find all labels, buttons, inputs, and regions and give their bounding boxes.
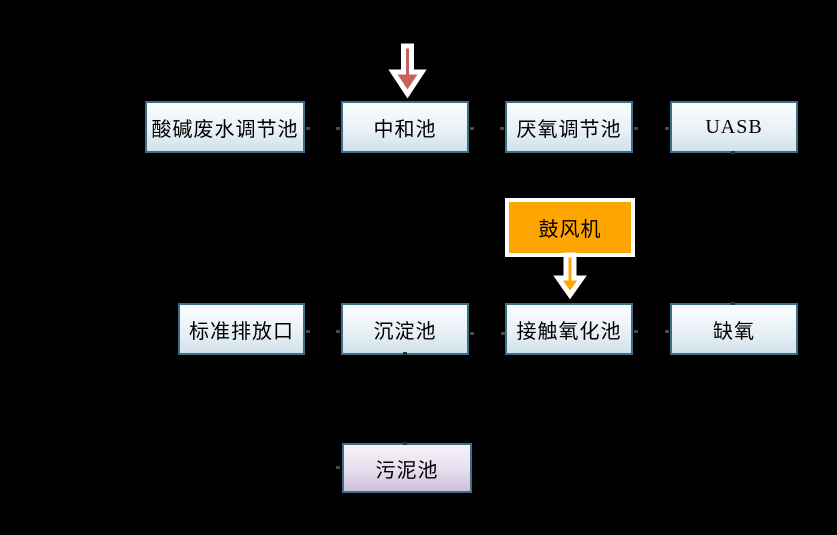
node-label: UASB	[705, 115, 763, 138]
connector-stub	[306, 330, 310, 333]
connector-stub	[665, 330, 669, 333]
node-label: 鼓风机	[538, 219, 602, 241]
connector-notch	[731, 302, 735, 305]
blower-down-arrow	[553, 252, 587, 300]
node-blower: 鼓风机	[505, 198, 635, 257]
connector-notch	[403, 442, 407, 445]
node-label: 厌氧调节池	[516, 118, 622, 141]
node-neutralization-tank: 中和池	[341, 101, 469, 153]
inlet-down-arrow	[388, 43, 427, 99]
node-label: 中和池	[373, 118, 437, 141]
node-label: 污泥池	[375, 459, 439, 482]
inlet-down-arrow-shape	[388, 43, 427, 99]
connector-stub	[470, 127, 474, 130]
node-label: 沉淀池	[373, 320, 437, 343]
node-anaerobic-regulating-tank: 厌氧调节池	[505, 101, 633, 153]
node-label: 酸碱废水调节池	[151, 118, 299, 141]
node-label: 接触氧化池	[516, 320, 622, 343]
node-sedimentation-tank: 沉淀池	[341, 303, 469, 355]
node-standard-discharge-outlet: 标准排放口	[178, 303, 305, 355]
connector-stub	[501, 332, 505, 335]
node-contact-oxidation-tank: 接触氧化池	[505, 303, 633, 355]
connector-stub	[336, 330, 340, 333]
node-label: 标准排放口	[189, 320, 294, 343]
connector-stub	[336, 127, 340, 130]
connector-stub	[306, 127, 310, 130]
connector-stub	[634, 330, 638, 333]
node-uasb: UASB	[670, 101, 798, 153]
node-sludge-tank: 污泥池	[342, 443, 472, 493]
connector-notch	[731, 151, 735, 154]
node-acid-alkali-wastewater-tank: 酸碱废水调节池	[145, 101, 305, 153]
connector-stub	[500, 127, 504, 130]
connector-stub	[336, 466, 340, 469]
blower-down-arrow-shape	[553, 252, 587, 300]
connector-stub	[634, 127, 638, 130]
connector-stub	[470, 332, 474, 335]
node-label: 缺氧	[713, 320, 755, 343]
connector-stub	[665, 127, 669, 130]
node-anoxic: 缺氧	[670, 303, 798, 355]
connector-notch	[403, 352, 407, 355]
